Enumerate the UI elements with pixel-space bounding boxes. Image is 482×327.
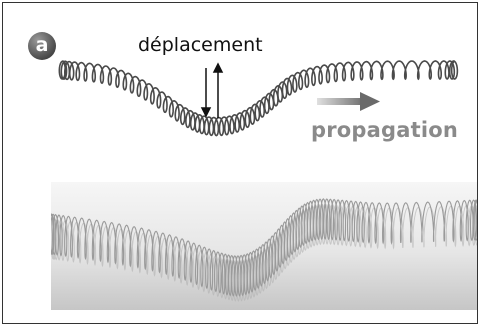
propagation-arrow <box>317 92 380 111</box>
spring-photograph <box>51 182 477 310</box>
displacement-label: déplacement <box>138 34 263 56</box>
displacement-arrows <box>202 64 222 118</box>
photo-spring <box>51 182 477 310</box>
propagation-label: propagation <box>311 118 458 142</box>
